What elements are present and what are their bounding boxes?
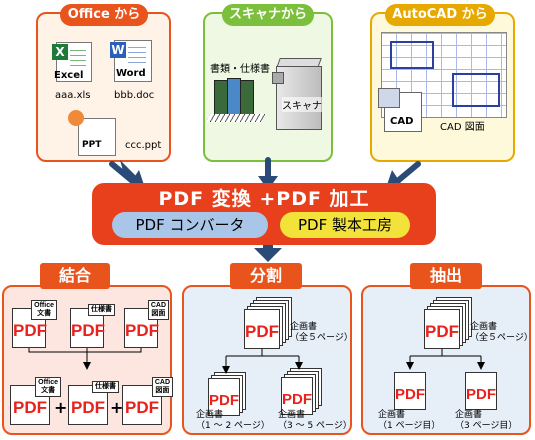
- file-name-ppt: ccc.ppt: [125, 140, 162, 151]
- plus-sign-2: +: [110, 398, 124, 417]
- extract-out2-pdf: PDF: [465, 372, 497, 410]
- extract-source-label: 企画書 （全５ページ）: [470, 322, 533, 343]
- pdf-binding-pill[interactable]: PDF 製本工房: [280, 212, 410, 238]
- extract-out1-pdf: PDF: [394, 372, 426, 410]
- extract-out1-label: 企画書 （1 ページ目）: [378, 410, 441, 431]
- split-source-label: 企画書 （全５ページ）: [290, 322, 353, 343]
- split-title: 分割: [230, 263, 302, 289]
- extract-out2-label: 企画書 （3 ページ目）: [455, 410, 518, 431]
- plus-sign-1: +: [54, 398, 68, 417]
- cad-file-icon: CAD: [378, 88, 424, 132]
- file-name-doc: bbb.doc: [114, 90, 155, 101]
- scanner-device-label: スキャナ: [282, 97, 322, 112]
- split-out2-label: 企画書 （3 ～ 5 ページ）: [278, 410, 352, 431]
- scanner-source-title: スキャナから: [222, 4, 314, 26]
- excel-file-icon: X Excel: [52, 42, 92, 86]
- extract-source-pdf: PDF: [424, 309, 460, 349]
- cap-spec: 仕様書: [88, 304, 115, 316]
- split-out1-label: 企画書 （1 ～ 2 ページ）: [196, 410, 270, 431]
- combine-title: 結合: [40, 263, 110, 289]
- word-file-icon: W Word: [110, 40, 152, 84]
- pdf-converter-pill[interactable]: PDF コンバータ: [112, 212, 268, 238]
- scanner-docs-label: 書類・仕様書: [210, 64, 270, 75]
- split-out2-pdf: PDF: [281, 377, 313, 415]
- extract-title: 抽出: [410, 263, 482, 289]
- split-out1-pdf: PDF: [208, 378, 240, 416]
- word-icon-label: Word: [116, 68, 146, 79]
- conversion-title: PDF 変換 +PDF 加工: [158, 188, 370, 210]
- cad-icon-label: CAD: [390, 116, 414, 127]
- split-source-pdf: PDF: [244, 309, 280, 349]
- autocad-source-title: AutoCAD から: [385, 4, 495, 26]
- excel-icon-label: Excel: [54, 70, 84, 81]
- cad-drawing-label: CAD 図面: [440, 122, 485, 133]
- file-name-xls: aaa.xls: [55, 90, 91, 101]
- ppt-file-icon: PPT: [68, 110, 116, 156]
- office-source-title: Office から: [60, 4, 148, 26]
- binders-icon: [205, 74, 272, 124]
- ppt-icon-label: PPT: [82, 140, 102, 150]
